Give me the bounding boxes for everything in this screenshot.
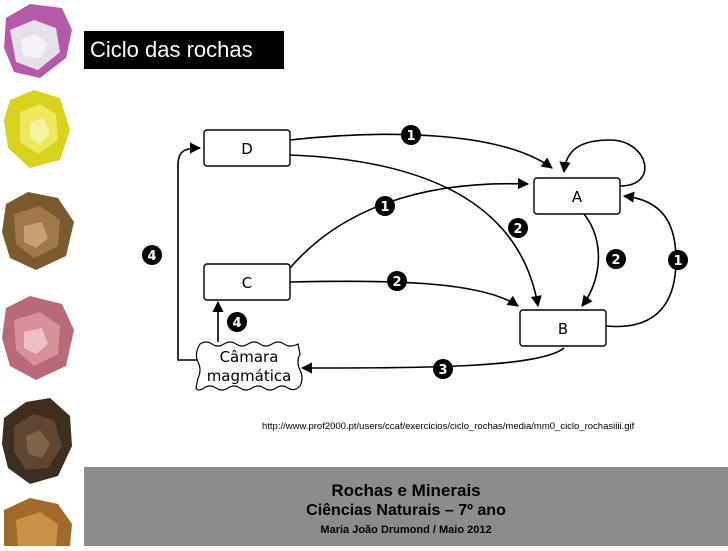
svg-text:2: 2 bbox=[392, 275, 401, 290]
svg-text:1: 1 bbox=[406, 129, 415, 144]
mineral-images bbox=[2, 4, 74, 546]
badge-b-to-chamber: 3 bbox=[433, 359, 453, 379]
arrow-d-to-b bbox=[289, 154, 542, 308]
badge-b-to-a: 1 bbox=[668, 250, 688, 270]
magma-chamber: Câmara magmática bbox=[195, 341, 303, 391]
badge-chamber-to-d: 4 bbox=[142, 245, 162, 265]
badge-c-to-a: 1 bbox=[375, 196, 395, 216]
svg-text:2: 2 bbox=[513, 222, 522, 237]
badge-chamber-to-c: 4 bbox=[227, 312, 247, 332]
chamber-label-line2: magmática bbox=[207, 367, 292, 385]
mineral-image-strip bbox=[0, 0, 84, 546]
arrow-c-to-a bbox=[289, 178, 530, 269]
mineral-image-3 bbox=[2, 192, 74, 270]
chamber-label-line1: Câmara bbox=[220, 348, 279, 366]
svg-text:D: D bbox=[241, 140, 253, 158]
badge-d-to-a: 1 bbox=[401, 125, 421, 145]
svg-text:2: 2 bbox=[611, 253, 620, 268]
mineral-image-4 bbox=[2, 296, 74, 380]
node-c: C bbox=[203, 263, 291, 301]
svg-text:4: 4 bbox=[147, 249, 156, 264]
source-url: http://www.prof2000.pt/users/ccaf/exerci… bbox=[262, 421, 635, 432]
svg-text:C: C bbox=[242, 274, 252, 292]
footer: Rochas e Minerais Ciências Naturais – 7º… bbox=[84, 467, 728, 546]
arrow-b-to-chamber bbox=[300, 347, 565, 374]
arrow-chamber-to-d bbox=[177, 142, 202, 361]
arrow-d-to-a bbox=[289, 133, 553, 169]
arrow-c-to-b bbox=[289, 280, 519, 307]
svg-text:1: 1 bbox=[673, 254, 682, 269]
footer-author: Maria João Drumond / Maio 2012 bbox=[320, 524, 492, 536]
slide-title: Ciclo das rochas bbox=[84, 31, 284, 69]
arrow-a-to-b bbox=[581, 213, 600, 307]
badge-a-to-b: 2 bbox=[606, 249, 626, 269]
footer-title: Rochas e Minerais bbox=[331, 481, 481, 500]
mineral-image-6 bbox=[4, 498, 72, 546]
svg-text:A: A bbox=[572, 188, 583, 206]
badge-c-to-b: 2 bbox=[387, 271, 407, 291]
svg-text:3: 3 bbox=[438, 363, 447, 378]
footer-course: Ciências Naturais – 7º ano bbox=[306, 502, 506, 519]
mineral-image-1 bbox=[4, 4, 72, 78]
badge-d-to-b: 2 bbox=[508, 218, 528, 238]
svg-text:B: B bbox=[558, 320, 568, 338]
svg-text:1: 1 bbox=[380, 200, 389, 215]
mineral-image-2 bbox=[4, 90, 70, 168]
arrow-a-self bbox=[559, 139, 646, 187]
node-d: D bbox=[203, 129, 291, 167]
mineral-image-5 bbox=[2, 398, 72, 484]
svg-text:4: 4 bbox=[232, 316, 241, 331]
node-a: A bbox=[533, 177, 621, 215]
node-b: B bbox=[519, 309, 607, 347]
